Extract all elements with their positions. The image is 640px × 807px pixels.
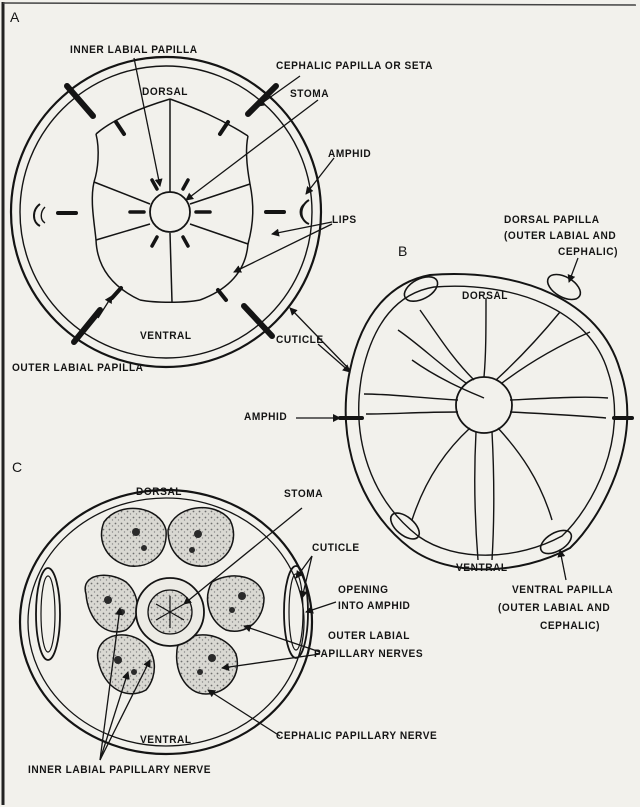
label-a-stoma: STOMA bbox=[290, 88, 329, 101]
label-c-ventral: VENTRAL bbox=[140, 734, 192, 747]
label-c-dorsal: DORSAL bbox=[136, 486, 182, 499]
label-outer-labial-papilla: OUTER LABIAL PAPILLA bbox=[12, 362, 144, 375]
label-b-ventral-papilla-line1: VENTRAL PAPILLA bbox=[512, 584, 613, 597]
label-b-ventral: VENTRAL bbox=[456, 562, 508, 575]
label-a-amphid: AMPHID bbox=[328, 148, 371, 161]
label-b-dorsal-papilla-line2: (OUTER LABIAL AND bbox=[504, 230, 616, 243]
label-c-inner-nerve: INNER LABIAL PAPILLARY NERVE bbox=[28, 764, 211, 777]
label-b-ventral-papilla-line3: CEPHALIC) bbox=[540, 620, 600, 633]
label-b-dorsal-papilla-line1: DORSAL PAPILLA bbox=[504, 214, 600, 227]
label-b-dorsal: DORSAL bbox=[462, 290, 508, 303]
label-c-opening-line1: OPENING bbox=[338, 584, 389, 597]
label-c-stoma: STOMA bbox=[284, 488, 323, 501]
label-c-outer-nerves-line2: PAPILLARY NERVES bbox=[314, 648, 423, 661]
label-a-lips: LIPS bbox=[332, 214, 357, 227]
panel-a-letter: A bbox=[10, 10, 19, 24]
label-c-outer-nerves-line1: OUTER LABIAL bbox=[328, 630, 410, 643]
figure-frame bbox=[3, 2, 636, 805]
label-b-ventral-papilla-line2: (OUTER LABIAL AND bbox=[498, 602, 610, 615]
label-b-dorsal-papilla-line3: CEPHALIC) bbox=[558, 246, 618, 259]
panel-b-cross-section bbox=[346, 269, 628, 569]
label-inner-labial-papilla: INNER LABIAL PAPILLA bbox=[70, 44, 198, 57]
label-a-dorsal: DORSAL bbox=[142, 86, 188, 99]
label-a-ventral: VENTRAL bbox=[140, 330, 192, 343]
label-c-opening-line2: INTO AMPHID bbox=[338, 600, 410, 613]
panel-b-letter: B bbox=[398, 244, 407, 258]
panel-c-letter: C bbox=[12, 460, 22, 474]
label-b-amphid: AMPHID bbox=[244, 411, 287, 424]
label-cephalic-papilla: CEPHALIC PAPILLA OR SETA bbox=[276, 60, 433, 73]
panel-c-stoma bbox=[136, 578, 204, 646]
label-c-cuticle: CUTICLE bbox=[312, 542, 360, 555]
label-c-cephalic-nerve: CEPHALIC PAPILLARY NERVE bbox=[276, 730, 437, 743]
label-a-cuticle: CUTICLE bbox=[276, 334, 324, 347]
